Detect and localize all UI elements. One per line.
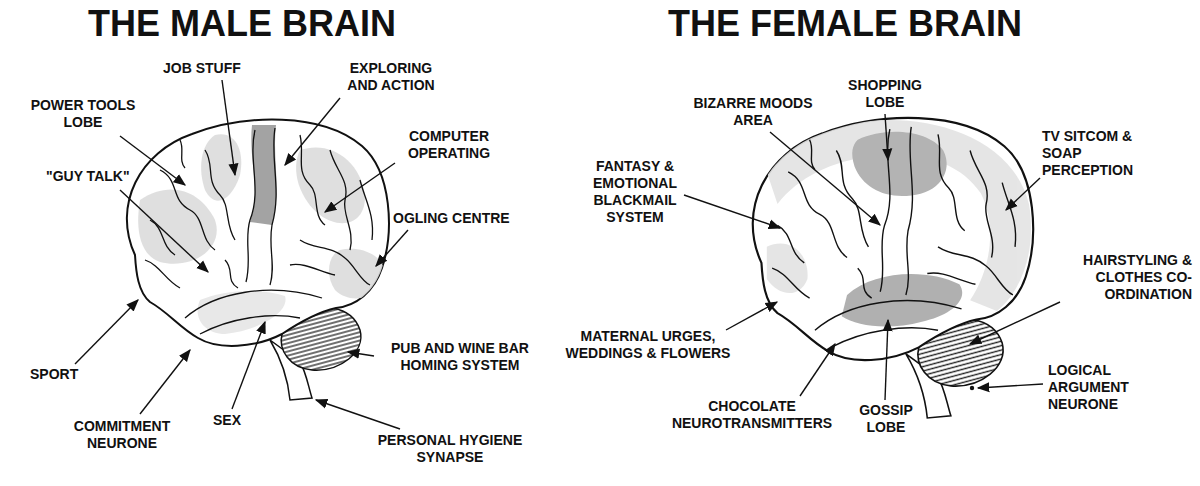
region-label: LOGICAL ARGUMENT NEURONE: [1048, 362, 1148, 413]
region-label: TV SITCOM & SOAP PERCEPTION: [1042, 128, 1154, 179]
region-label: "GUY TALK": [46, 168, 130, 185]
brain-title: THE FEMALE BRAIN: [668, 4, 1022, 44]
region-label: CHOCOLATE NEUROTRANSMITTERS: [662, 398, 842, 432]
region-label: OGLING CENTRE: [393, 210, 510, 227]
region-label: PERSONAL HYGIENE SYNAPSE: [368, 432, 532, 466]
region-label: BIZARRE MOODS AREA: [683, 95, 823, 129]
region-label: POWER TOOLS LOBE: [24, 97, 142, 131]
region-label: SHOPPING LOBE: [835, 77, 935, 111]
region-label: HAIRSTYLING & CLOTHES CO-ORDINATION: [1060, 252, 1192, 303]
region-label: SPORT: [30, 366, 78, 383]
region-label: COMPUTER OPERATING: [393, 128, 505, 162]
region-label: GOSSIP LOBE: [848, 402, 924, 436]
region-label: MATERNAL URGES, WEDDINGS & FLOWERS: [556, 328, 740, 362]
brain-title: THE MALE BRAIN: [88, 4, 396, 44]
region-label: EXPLORING AND ACTION: [336, 60, 446, 94]
region-label: SEX: [213, 412, 241, 429]
region-label: COMMITMENT NEURONE: [62, 418, 182, 452]
region-label: FANTASY & EMOTIONAL BLACKMAIL SYSTEM: [588, 158, 682, 226]
region-label: JOB STUFF: [163, 60, 241, 77]
region-label: PUB AND WINE BAR HOMING SYSTEM: [376, 340, 544, 374]
